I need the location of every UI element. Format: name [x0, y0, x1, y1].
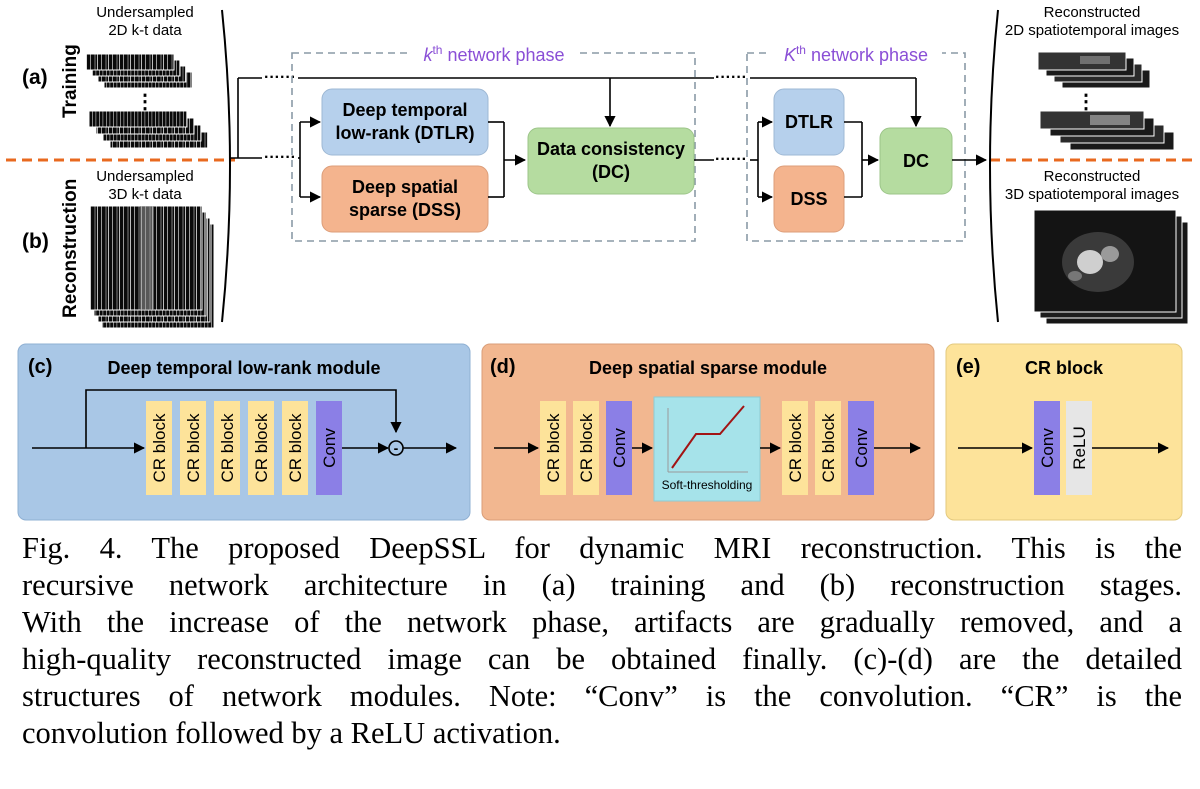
c-minus: - — [394, 440, 399, 456]
c-cr-block-3: CR block — [214, 401, 240, 495]
output-vdots: ⋮ — [1076, 91, 1096, 113]
right-bracket — [989, 9, 999, 323]
dss-short-box — [773, 165, 845, 233]
e-conv-block: Conv — [1034, 401, 1060, 495]
c-cr-block-4: CR block — [248, 401, 274, 495]
svg-text:ReLU: ReLU — [1070, 426, 1089, 469]
kt-2d-stack-bottom — [88, 110, 209, 149]
recon-2d-stack-bottom — [1039, 110, 1175, 151]
dc-box — [527, 127, 695, 195]
dc-text-2: (DC) — [592, 162, 630, 182]
figure-caption: Fig. 4. The proposed DeepSSL for dynamic… — [22, 530, 1182, 752]
kt-2d-stack-top — [85, 53, 193, 89]
kth-phase-box — [291, 52, 696, 242]
svg-text:CR block: CR block — [577, 413, 596, 482]
label-b: (b) — [22, 230, 49, 253]
svg-text:CR block: CR block — [218, 413, 237, 482]
training-label: Training — [60, 44, 81, 118]
input-3d-label-2: 3D k-t data — [108, 186, 182, 203]
recon-3d-stack — [1033, 209, 1189, 325]
dtlr-box — [321, 88, 489, 156]
panel-d-label: (d) — [490, 356, 516, 378]
svg-text:CR block: CR block — [544, 413, 563, 482]
output-2d-label-1: Reconstructed — [1044, 4, 1141, 21]
left-bracket — [221, 9, 231, 323]
panel-e-title: CR block — [1025, 358, 1104, 378]
d-cr-block-4: CR block — [815, 401, 841, 495]
dtlr-text-1: Deep temporal — [342, 100, 467, 120]
dc-short-box — [879, 127, 953, 195]
input-2d-label-2: 2D k-t data — [108, 22, 182, 39]
d-cr-block-3: CR block — [782, 401, 808, 495]
c-skip-line — [85, 389, 402, 448]
kth-phase-label: kth network phase — [423, 43, 564, 65]
d-cr-block-1: CR block — [540, 401, 566, 495]
caption-line-3: With the increase of the network phase, … — [22, 605, 1182, 639]
output-3d-label-2: 3D spatiotemporal images — [1005, 186, 1179, 203]
panel-c-title: Deep temporal low-rank module — [107, 358, 380, 378]
c-cr-block-5: CR block — [282, 401, 308, 495]
dss-text-2: sparse (DSS) — [349, 200, 461, 220]
caption-line-5: structures of network modules. Note: “Co… — [22, 679, 1182, 713]
svg-text:CR block: CR block — [150, 413, 169, 482]
panel-c-label: (c) — [28, 356, 52, 378]
e-relu-block: ReLU — [1066, 401, 1092, 495]
svg-text:Conv: Conv — [1038, 428, 1057, 468]
dss-box — [321, 165, 489, 233]
dss-text-1: Deep spatial — [352, 177, 458, 197]
d-conv-block-2: Conv — [848, 401, 874, 495]
caption-line-4: high-quality reconstructed image can be … — [22, 642, 1182, 676]
soft-threshold-curve — [671, 405, 745, 469]
dtlr-short-text: DTLR — [785, 112, 833, 132]
svg-text:CR block: CR block — [184, 413, 203, 482]
svg-text:CR block: CR block — [819, 413, 838, 482]
svg-text:CR block: CR block — [286, 413, 305, 482]
dots-top-2: ······ — [715, 69, 747, 86]
recon-2d-stack-top — [1037, 51, 1151, 89]
output-3d-label-1: Reconstructed — [1044, 168, 1141, 185]
svg-text:CR block: CR block — [786, 413, 805, 482]
dc-short-text: DC — [903, 151, 929, 171]
dots-mid-1: ······ — [264, 149, 296, 166]
output-2d-label-2: 2D spatiotemporal images — [1005, 22, 1179, 39]
d-cr-block-2: CR block — [573, 401, 599, 495]
caption-line-1: Fig. 4. The proposed DeepSSL for dynamic… — [22, 531, 1182, 565]
kt-3d-stack — [89, 205, 215, 329]
d-conv-block-1: Conv — [606, 401, 632, 495]
Kth-phase-label: Kth network phase — [784, 43, 928, 65]
architecture-diagram: (a) (b) Training Reconstruction Undersam… — [6, 4, 1196, 521]
panel-c — [17, 343, 471, 521]
dots-top-1: ······ — [264, 69, 296, 86]
caption-line-6: convolution followed by a ReLU activatio… — [22, 716, 561, 750]
svg-text:Soft-thresholding: Soft-thresholding — [662, 478, 753, 492]
input-vdots: ⋮ — [135, 91, 155, 113]
svg-text:Conv: Conv — [610, 428, 629, 468]
reconstruction-label: Reconstruction — [60, 179, 81, 318]
c-cr-block-2: CR block — [180, 401, 206, 495]
panel-d-title: Deep spatial sparse module — [589, 358, 827, 378]
svg-text:Conv: Conv — [852, 428, 871, 468]
dtlr-text-2: low-rank (DTLR) — [336, 123, 475, 143]
label-a: (a) — [22, 66, 48, 89]
dss-short-text: DSS — [790, 189, 827, 209]
panel-e — [945, 343, 1183, 521]
c-cr-block-1: CR block — [146, 401, 172, 495]
input-2d-label-1: Undersampled — [96, 4, 194, 21]
panel-e-label: (e) — [956, 356, 980, 378]
svg-text:CR block: CR block — [252, 413, 271, 482]
soft-threshold-block: Soft-thresholding — [653, 396, 761, 502]
input-3d-label-1: Undersampled — [96, 168, 194, 185]
caption-line-2: recursive network architecture in (a) tr… — [22, 568, 1182, 602]
svg-text:Conv: Conv — [320, 428, 339, 468]
dc-text-1: Data consistency — [537, 139, 685, 159]
c-conv-block: Conv — [316, 401, 342, 495]
dots-mid-2: ······ — [715, 151, 747, 168]
